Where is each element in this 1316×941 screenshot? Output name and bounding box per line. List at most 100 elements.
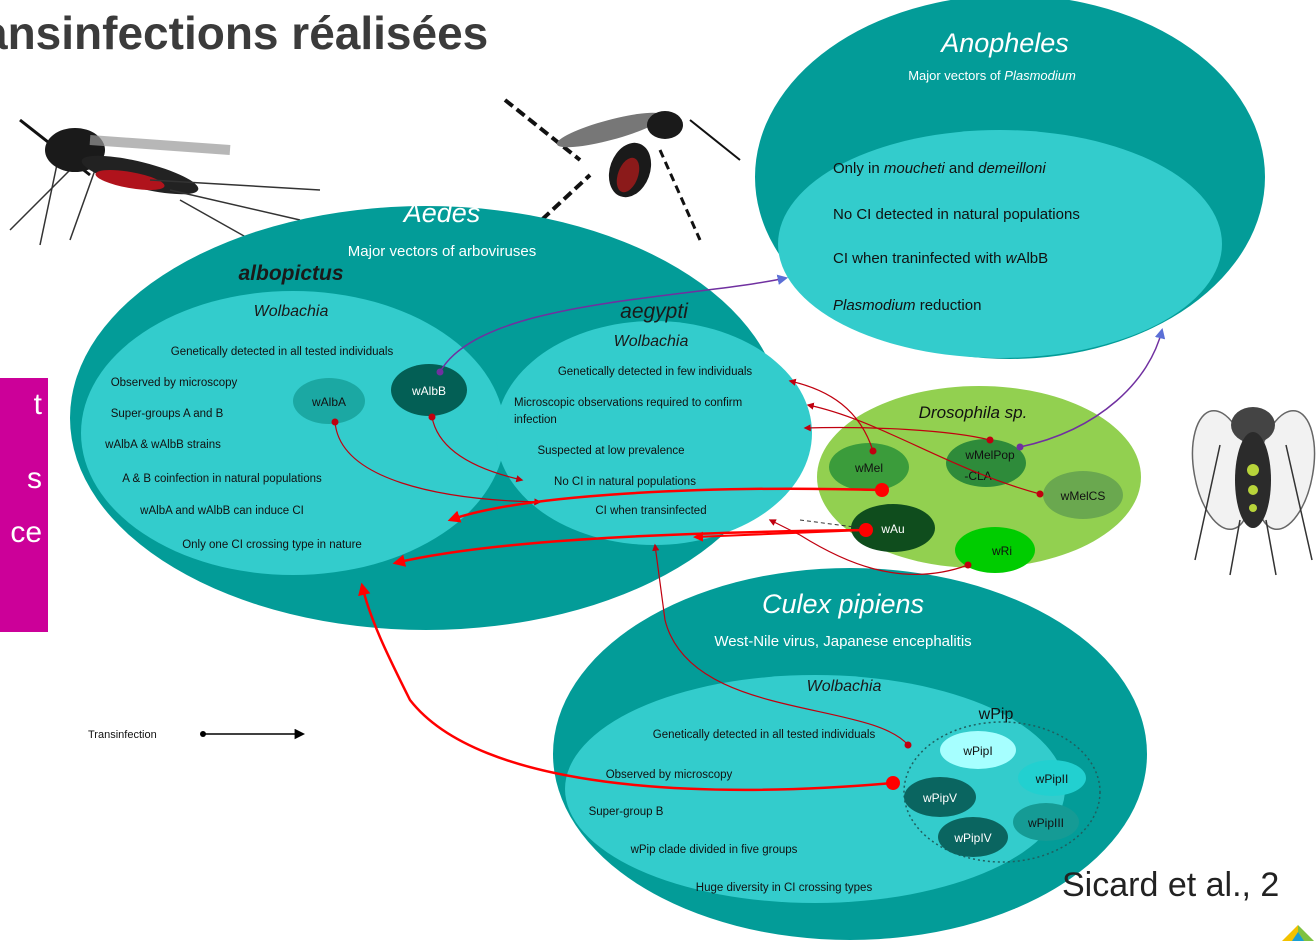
red-arrow-wau-to-albopictus: [392, 528, 867, 567]
citation: Sicard et al., 2: [1062, 866, 1280, 904]
culex-fact: Genetically detected in all tested indiv…: [653, 729, 876, 741]
logo-icon: [1282, 925, 1314, 941]
side-highlight-box: t s ce: [0, 378, 48, 632]
slide-title: ansinfections réalisées: [0, 7, 489, 59]
wpipv-strain: [904, 777, 976, 817]
walba-strain: [293, 378, 365, 424]
darkred-arrow-walba-to-aegypti: [334, 421, 542, 506]
wpipv-strain-label: wPipV: [922, 791, 957, 805]
aegypti-fact: Genetically detected in few individuals: [558, 366, 753, 378]
side-box-line: ce: [10, 516, 42, 549]
drosophila-name: Drosophila sp.: [919, 403, 1028, 422]
albopictus-fact: Only one CI crossing type in nature: [182, 539, 362, 551]
aegypti-name: aegypti: [620, 300, 689, 323]
darkred-arrow-wmelpop-to-aegypti: [803, 424, 991, 441]
anopheles-inner-ellipse: [778, 130, 1222, 358]
darkred-arrow-wpip-to-aegypti: [652, 543, 909, 746]
culex-subtitle: West-Nile virus, Japanese encephalitis: [714, 633, 971, 650]
albopictus-fact: A & B coinfection in natural populations: [122, 473, 322, 485]
walba-strain-label: wAlbA: [311, 395, 346, 409]
arrow-origin-dot: [986, 436, 994, 444]
wri-strain: [955, 527, 1035, 573]
wpipi-strain-label: wPipI: [962, 744, 992, 758]
wau-strain-label: wAu: [880, 522, 904, 536]
wmelpop-cla-strain-label: wMelPop: [964, 448, 1015, 462]
anopheles-fact: No CI detected in natural populations: [833, 206, 1080, 223]
drosophila-fly-illustration: [1191, 407, 1316, 576]
anopheles-subtitle: Major vectors of Plasmodium: [908, 68, 1076, 83]
wri-strain-label: wRi: [991, 544, 1012, 558]
albopictus-fact: wAlbA & wAlbB strains: [104, 439, 221, 451]
transinfection-arrows: [331, 274, 1166, 792]
albopictus-fact: wAlbA and wAlbB can induce CI: [139, 505, 304, 517]
aegypti-fact: Suspected at low prevalence: [537, 445, 684, 457]
anopheles-fact: Only in moucheti and demeilloni: [833, 160, 1046, 177]
aegypti-fact: infection: [514, 414, 557, 426]
aegypti-fact: No CI in natural populations: [554, 476, 696, 488]
culex-fact: Super-group B: [589, 806, 664, 818]
side-box-line: t: [33, 388, 42, 421]
red-arrow-wmel-to-albopictus: [447, 487, 883, 523]
arrow-origin-dot: [875, 483, 889, 497]
arrow-origin-dot: [1036, 490, 1044, 498]
aegypti-wolbachia-label: Wolbachia: [614, 333, 689, 350]
arrow-origin-dot: [904, 741, 912, 749]
wpip-group-ellipse: [903, 721, 1101, 863]
anopheles-name: Anopheles: [939, 28, 1069, 58]
culex-name: Culex pipiens: [762, 589, 924, 619]
legend-label: Transinfection: [88, 729, 157, 741]
arrow-origin-dot: [964, 561, 972, 569]
culex-fact: wPip clade divided in five groups: [630, 844, 798, 856]
wmelcs-strain-label: wMelCS: [1060, 489, 1106, 503]
aedes-subtitle: Major vectors of arboviruses: [348, 243, 536, 260]
darkred-arrow-wmelcs-to-aegypti: [806, 402, 1041, 495]
wpipi-strain: [940, 731, 1016, 769]
darkred-arrow-wri-to-aegypti: [768, 519, 969, 575]
albopictus-fact: Observed by microscopy: [111, 377, 238, 389]
wpipiv-strain-label: wPipIV: [953, 831, 991, 845]
arrow-origin-dot: [436, 368, 444, 376]
wau-strain: [851, 504, 935, 552]
wpipii-strain: [1018, 760, 1086, 796]
wpipii-strain-label: wPipII: [1035, 772, 1069, 786]
culex-fact: Huge diversity in CI crossing types: [696, 882, 873, 894]
darkred-arrow-wmel-to-aegypti: [788, 378, 874, 452]
anopheles-fact: CI when traninfected with wAlbB: [833, 250, 1048, 267]
darkred-arrow-walbb-to-aegypti: [431, 416, 524, 483]
red-arrow-wau-to-aegypti: [693, 529, 867, 542]
aedes-mosquito-left-illustration: [9, 118, 321, 246]
culex-group: Culex pipiens West-Nile virus, Japanese …: [553, 568, 1147, 940]
wpipiv-strain: [938, 817, 1008, 857]
anopheles-group: Anopheles Major vectors of Plasmodium On…: [755, 0, 1265, 359]
wpipiii-strain-label: wPipIII: [1027, 816, 1064, 830]
side-box-line: s: [27, 462, 42, 495]
drosophila-group: Drosophila sp. wMel wMelPop -CLA wMelCS …: [817, 386, 1141, 573]
aegypti-fact: CI when transinfected: [595, 505, 706, 517]
walbb-strain-label: wAlbB: [411, 384, 446, 398]
arrow-origin-dot: [1016, 443, 1024, 451]
walbb-strain: [391, 364, 467, 416]
aegypti-fact: Microscopic observations required to con…: [514, 397, 742, 409]
culex-fact: Observed by microscopy: [606, 769, 733, 781]
red-arrow-wpip-to-albopictus: [358, 582, 894, 792]
dashed-connector: [799, 519, 863, 529]
purple-arrow-wmelpop-to-anopheles: [1019, 327, 1166, 448]
albopictus-fact: Genetically detected in all tested indiv…: [171, 346, 394, 358]
albopictus-inner-ellipse: [81, 291, 505, 575]
aedes-name: Aedes: [402, 198, 481, 228]
legend: Transinfection: [88, 728, 306, 741]
wmel-strain-label: wMel: [854, 461, 883, 475]
arrow-origin-dot: [869, 447, 877, 455]
wpip-group-label: wPip: [978, 706, 1014, 723]
aedes-mosquito-center-illustration: [503, 98, 741, 242]
wmel-strain: [829, 443, 909, 491]
albopictus-name: albopictus: [238, 262, 343, 285]
albopictus-fact: Super-groups A and B: [111, 408, 224, 420]
wmelpop-cla-strain-label: -CLA: [964, 469, 991, 483]
aedes-group: Aedes Major vectors of arboviruses albop…: [70, 198, 812, 630]
arrow-origin-dot: [331, 418, 339, 426]
wmelpop-cla-strain: [946, 439, 1026, 487]
wmelcs-strain: [1043, 471, 1123, 519]
